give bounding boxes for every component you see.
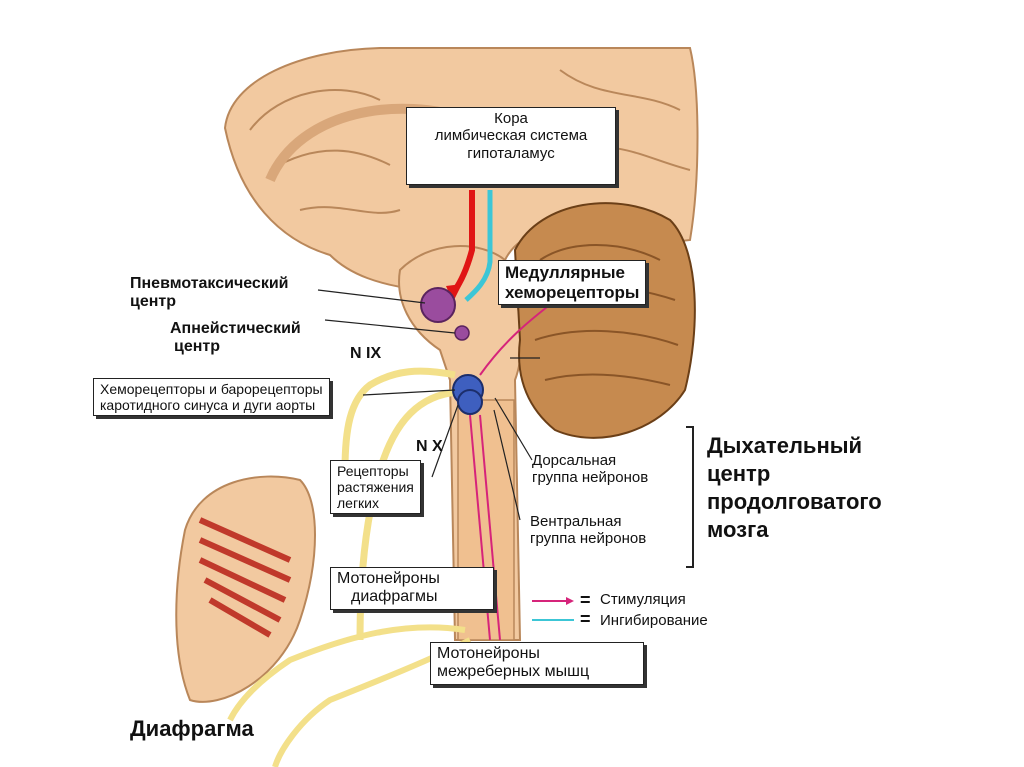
- respiratory-line-4: мозга: [707, 516, 882, 544]
- respiratory-bracket: [686, 427, 693, 567]
- apneustic-line-1: Апнейстический: [170, 320, 301, 338]
- diaphragm-motoneurons-label: Мотонейроны диафрагмы: [330, 567, 494, 610]
- top-box-line-3: гипоталамус: [413, 145, 609, 162]
- cerebellum: [515, 203, 695, 438]
- legend-symbol-inhibition: =: [580, 609, 591, 630]
- stretch-line-3: легких: [337, 495, 414, 511]
- pneumotaxic-line-2: центр: [130, 293, 289, 311]
- intercostal-line-1: Мотонейроны: [437, 645, 637, 663]
- nerve-x-label: N X: [416, 438, 443, 456]
- top-box-line-2: лимбическая система: [413, 127, 609, 144]
- ventral-line-1: Вентральная: [530, 513, 646, 530]
- legend-stimulation-label: Стимуляция: [600, 591, 686, 608]
- ribcage: [176, 477, 315, 702]
- dorsal-group-label: Дорсальная группа нейронов: [532, 452, 648, 487]
- diaphragm-label: Диафрагма: [130, 716, 254, 741]
- medulla-respiratory-center-label: Дыхательный центр продолговатого мозга: [707, 432, 882, 545]
- lung-stretch-receptors-label: Рецепторы растяжения легких: [330, 460, 421, 514]
- chemo-baroreceptors-label: Хеморецепторы и барорецепторы каротидног…: [93, 378, 330, 416]
- intercostal-motoneurons-label: Мотонейроны межреберных мышц: [430, 642, 644, 685]
- pneumotaxic-nucleus: [421, 288, 455, 322]
- respiratory-line-2: центр: [707, 460, 882, 488]
- apneustic-line-2: центр: [170, 338, 301, 356]
- legend-arrows: [532, 597, 574, 620]
- medullary-line-1: Медуллярные: [505, 263, 639, 283]
- apneustic-center-label: Апнейстический центр: [170, 320, 301, 357]
- apneustic-nucleus: [455, 326, 469, 340]
- stretch-line-1: Рецепторы: [337, 463, 414, 479]
- diaphragm-motoneurons-line-2: диафрагмы: [337, 588, 487, 606]
- dorsal-line-1: Дорсальная: [532, 452, 648, 469]
- intercostal-line-2: межреберных мышц: [437, 663, 637, 681]
- pneumotaxic-center-label: Пневмотаксический центр: [130, 275, 289, 312]
- diaphragm-motoneurons-line-1: Мотонейроны: [337, 570, 487, 588]
- top-box-line-1: Кора: [413, 110, 609, 127]
- cortex-limbic-hypothalamus-box: Кора лимбическая система гипоталамус: [406, 107, 616, 185]
- respiratory-line-1: Дыхательный: [707, 432, 882, 460]
- dorsal-line-2: группа нейронов: [532, 469, 648, 486]
- ventral-line-2: группа нейронов: [530, 530, 646, 547]
- ventral-nucleus: [458, 390, 482, 414]
- medullary-line-2: хеморецепторы: [505, 283, 639, 303]
- medullary-chemoreceptors-label: Медуллярные хеморецепторы: [498, 260, 646, 305]
- legend-symbol-stimulation: =: [580, 590, 591, 611]
- legend-inhibition-label: Ингибирование: [600, 612, 708, 629]
- stretch-line-2: растяжения: [337, 479, 414, 495]
- respiratory-line-3: продолговатого: [707, 488, 882, 516]
- chemoreceptors-line-1: Хеморецепторы и барорецепторы: [100, 381, 323, 397]
- pneumotaxic-line-1: Пневмотаксический: [130, 275, 289, 293]
- chemoreceptors-line-2: каротидного синуса и дуги аорты: [100, 397, 323, 413]
- ventral-group-label: Вентральная группа нейронов: [530, 513, 646, 548]
- nerve-ix-label: N IX: [350, 345, 381, 363]
